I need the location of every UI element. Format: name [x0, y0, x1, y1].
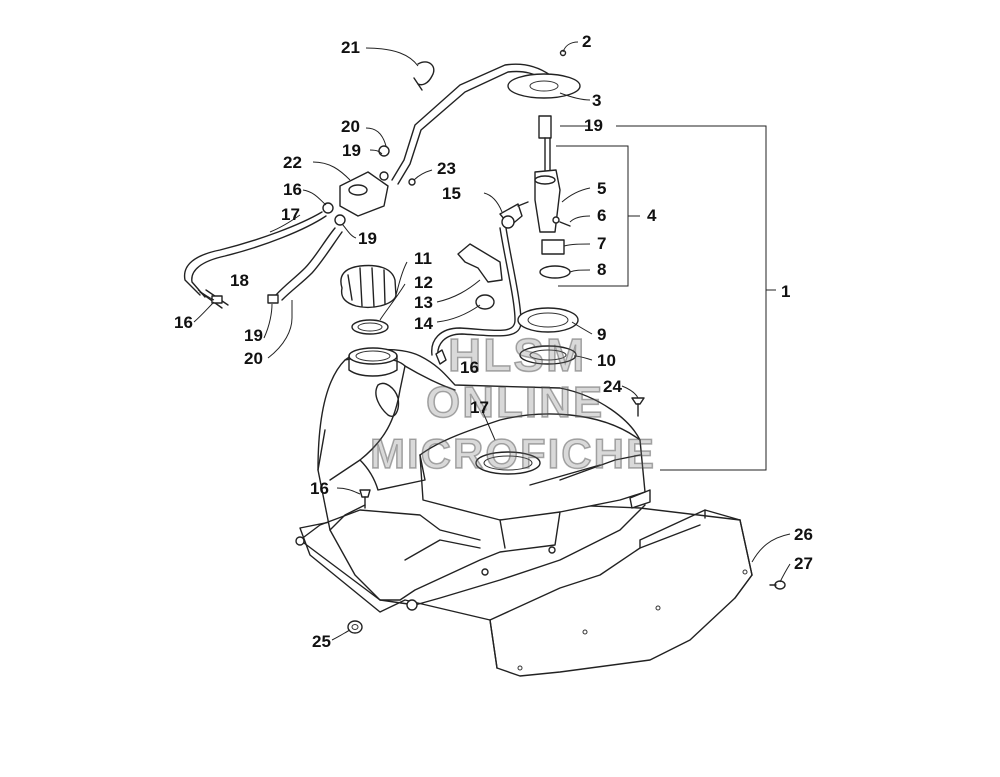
watermark-line2: ONLINE — [425, 377, 605, 428]
callout-4: 4 — [647, 206, 657, 225]
callout-7: 7 — [597, 234, 607, 253]
callout-24: 24 — [603, 377, 622, 396]
callout-14: 14 — [414, 314, 433, 333]
callout-17-hose: 17 — [281, 205, 300, 224]
callout-8: 8 — [597, 260, 607, 279]
callout-20-lower: 20 — [244, 349, 263, 368]
callout-6: 6 — [597, 206, 607, 225]
callout-16-tank: 16 — [460, 358, 479, 377]
callout-20-top: 20 — [341, 117, 360, 136]
callout-3: 3 — [592, 91, 602, 110]
bracket-fitting — [457, 201, 529, 310]
callout-16-valve: 16 — [283, 180, 302, 199]
fuel-pump-assembly — [507, 49, 581, 365]
callout-2: 2 — [582, 32, 592, 51]
callout-11: 11 — [414, 249, 432, 268]
small-hardware — [347, 349, 786, 634]
callout-19-valve: 19 — [342, 141, 361, 160]
watermark-line3: MICROFICHE — [369, 429, 656, 478]
callout-21: 21 — [341, 38, 360, 57]
callout-19-top: 19 — [584, 116, 603, 135]
callout-16-bottom: 16 — [310, 479, 329, 498]
callout-25: 25 — [312, 632, 331, 651]
hose-clip — [413, 61, 435, 91]
callout-5: 5 — [597, 179, 607, 198]
callout-22: 22 — [283, 153, 302, 172]
callout-9: 9 — [597, 325, 607, 344]
callout-10: 10 — [597, 351, 616, 370]
watermark-line1: HLSM — [447, 328, 587, 382]
callout-15: 15 — [442, 184, 461, 203]
callout-19-hose: 19 — [358, 229, 377, 248]
leader-lines — [193, 41, 791, 641]
callout-1: 1 — [781, 282, 791, 301]
fuel-tank — [295, 347, 651, 611]
callout-19-lower: 19 — [244, 326, 263, 345]
callout-17-tank: 17 — [470, 398, 489, 417]
callout-26: 26 — [794, 525, 813, 544]
callout-27: 27 — [794, 554, 813, 573]
fuel-cap — [340, 264, 397, 335]
callout-12: 12 — [414, 273, 433, 292]
callout-16-left: 16 — [174, 313, 193, 332]
callout-18: 18 — [230, 271, 249, 290]
callout-23: 23 — [437, 159, 456, 178]
vent-system — [183, 63, 551, 359]
callout-13: 13 — [414, 293, 433, 312]
